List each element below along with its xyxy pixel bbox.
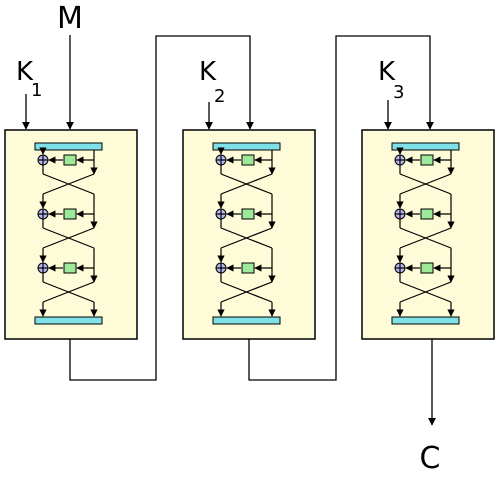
f-function-box bbox=[241, 154, 255, 166]
final-permutation-bar bbox=[212, 316, 281, 325]
key-subscript: 3 bbox=[393, 82, 404, 103]
swap-cross-right bbox=[220, 173, 273, 195]
connector-2-3 bbox=[248, 35, 434, 381]
final-permutation-bar bbox=[34, 316, 103, 325]
swap-cross-right bbox=[399, 227, 452, 249]
key-subscript: 2 bbox=[214, 86, 225, 107]
initial-permutation-bar bbox=[391, 142, 460, 151]
swap-cross-right bbox=[42, 173, 95, 195]
initial-permutation-bar bbox=[212, 142, 281, 151]
swap-cross-right bbox=[42, 281, 95, 303]
initial-permutation-bar bbox=[34, 142, 103, 151]
f-function-box bbox=[420, 208, 434, 220]
key-label-1: K 1 bbox=[16, 57, 42, 101]
swap-cross-right bbox=[399, 173, 452, 195]
f-function-box bbox=[63, 208, 77, 220]
f-function-box bbox=[241, 262, 255, 274]
message-label: M bbox=[57, 1, 83, 36]
key-letter: K bbox=[199, 57, 217, 87]
f-function-box bbox=[63, 262, 77, 274]
external-wiring bbox=[22, 35, 436, 426]
feistel-round bbox=[394, 208, 455, 268]
feistel-round bbox=[215, 208, 276, 268]
des-stage-2 bbox=[182, 129, 316, 340]
key-letter: K bbox=[16, 57, 34, 87]
ciphertext-label: C bbox=[420, 441, 441, 474]
key-subscript: 1 bbox=[31, 80, 42, 101]
swap-cross-right bbox=[220, 227, 273, 249]
connector-1-2 bbox=[69, 35, 254, 381]
feistel-round bbox=[37, 208, 98, 268]
swap-cross-right bbox=[220, 281, 273, 303]
swap-cross-right bbox=[42, 227, 95, 249]
f-function-box bbox=[241, 208, 255, 220]
feistel-round bbox=[394, 147, 455, 214]
f-function-box bbox=[420, 154, 434, 166]
feistel-round bbox=[394, 262, 455, 317]
feistel-round bbox=[37, 262, 98, 317]
feistel-round bbox=[215, 262, 276, 317]
des-stage-1 bbox=[4, 129, 138, 340]
key-label-3: K 3 bbox=[378, 57, 404, 103]
key-label-2: K 2 bbox=[199, 57, 225, 107]
des-stages bbox=[4, 129, 495, 340]
feistel-round bbox=[37, 147, 98, 214]
key-letter: K bbox=[378, 57, 396, 87]
feistel-round bbox=[215, 147, 276, 214]
f-function-box bbox=[420, 262, 434, 274]
des-stage-3 bbox=[361, 129, 495, 340]
swap-cross-right bbox=[399, 281, 452, 303]
f-function-box bbox=[63, 154, 77, 166]
final-permutation-bar bbox=[391, 316, 460, 325]
